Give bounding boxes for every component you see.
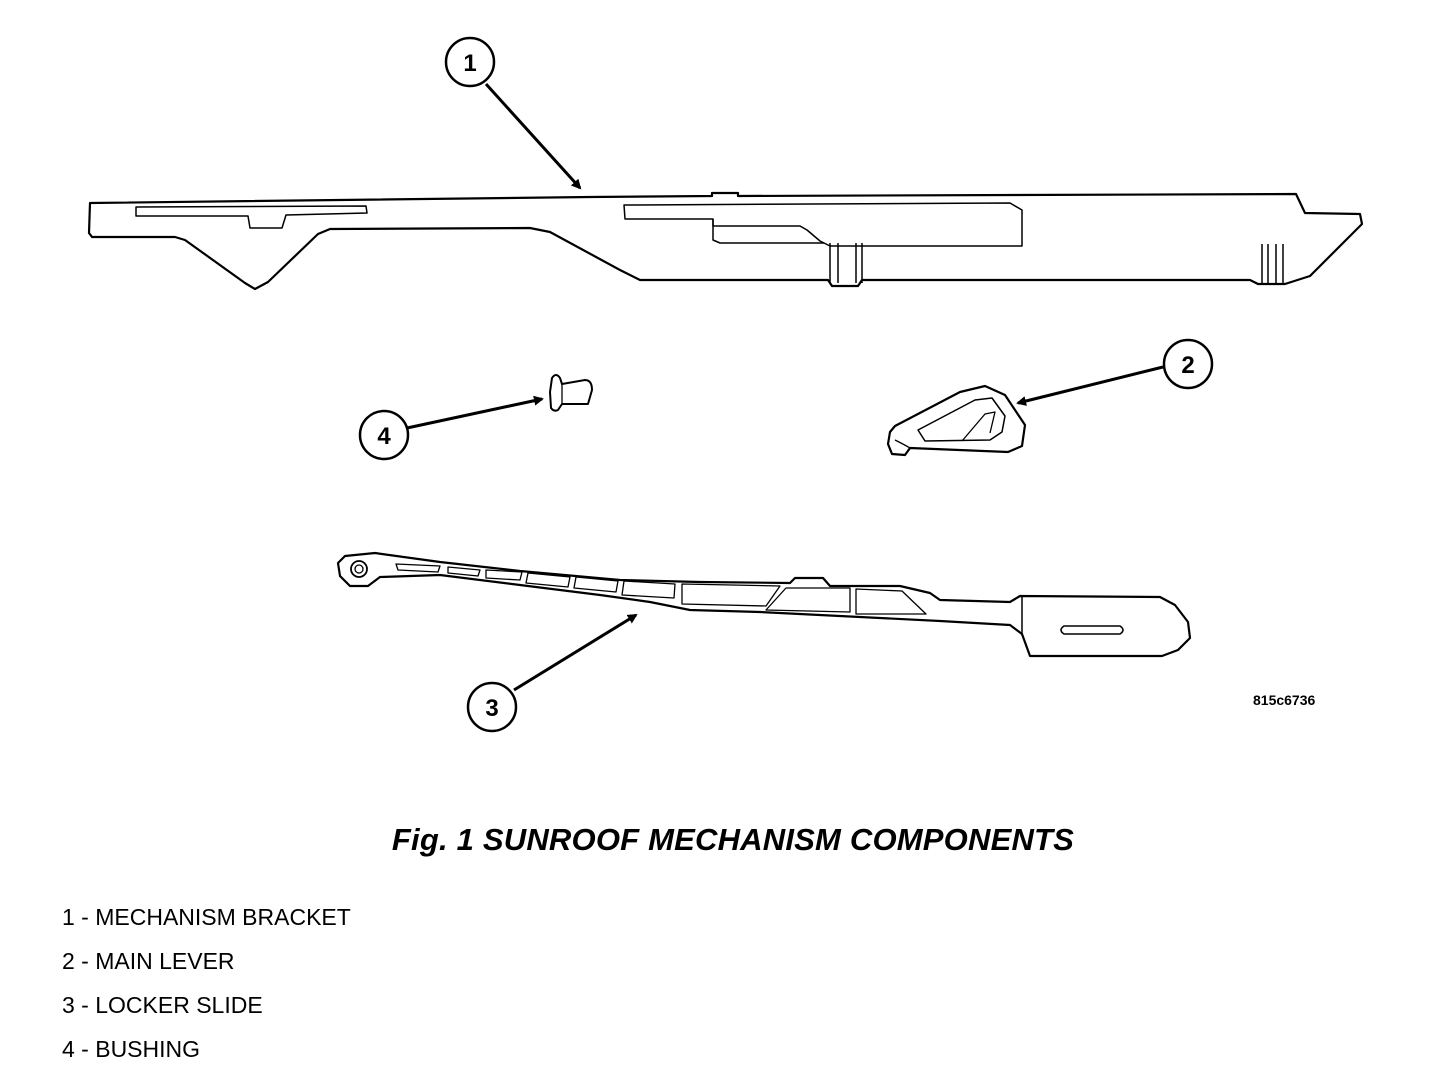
callout-number: 1 <box>463 50 476 77</box>
legend-item: 2 - MAIN LEVER <box>62 948 235 974</box>
callout-number: 3 <box>485 695 498 722</box>
leader-line-4 <box>406 395 544 430</box>
callout-circle <box>466 681 518 733</box>
main-lever <box>886 384 1027 457</box>
leader-lines <box>406 82 1164 692</box>
callout-circle <box>358 409 410 461</box>
locker-slide <box>336 551 1192 658</box>
legend-item: 1 - MECHANISM BRACKET <box>62 904 351 930</box>
bushing <box>549 374 593 412</box>
callout-1: 1 <box>444 36 496 88</box>
callout-number: 4 <box>377 423 391 450</box>
figure-code: 815c6736 <box>1253 692 1316 708</box>
leader-line-3 <box>513 613 638 692</box>
callout-3: 3 <box>466 681 518 733</box>
leader-line-1 <box>484 82 582 190</box>
mechanism-bracket <box>87 191 1364 291</box>
callout-2: 2 <box>1162 338 1214 390</box>
legend-list: 1 - MECHANISM BRACKET 2 - MAIN LEVER 3 -… <box>62 902 351 1078</box>
figure-caption: Fig. 1 SUNROOF MECHANISM COMPONENTS <box>391 822 1075 857</box>
callout-4: 4 <box>358 409 410 461</box>
component-illustration: 1 2 3 4 815c6736 <box>87 36 1364 733</box>
leader-line-2 <box>1016 365 1164 406</box>
legend-item: 3 - LOCKER SLIDE <box>62 992 263 1018</box>
legend-item: 4 - BUSHING <box>62 1036 201 1062</box>
callout-number: 2 <box>1181 352 1194 379</box>
callout-circle <box>1162 338 1214 390</box>
callout-circle <box>444 36 496 88</box>
